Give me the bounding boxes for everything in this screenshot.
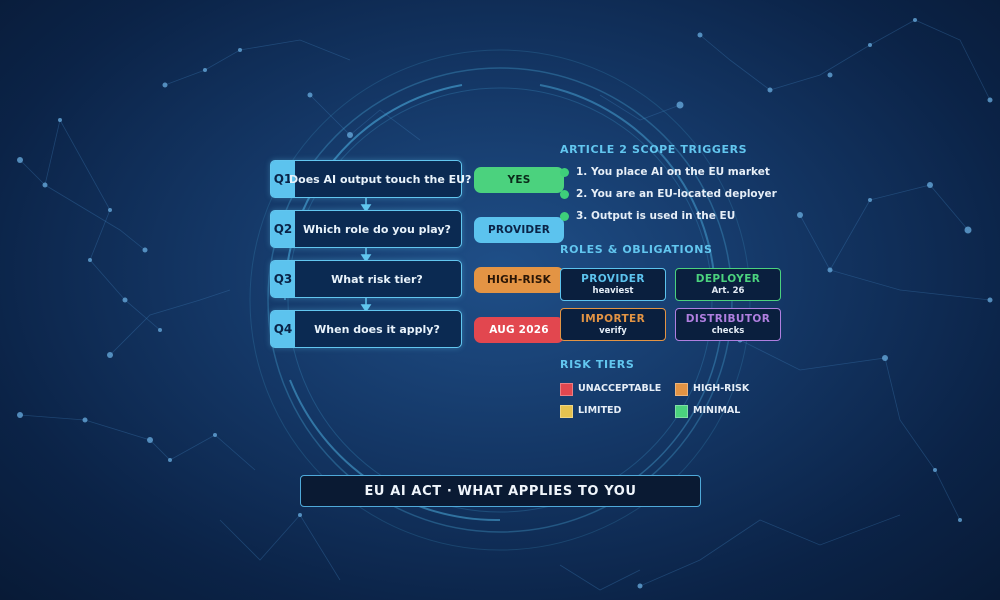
question-box-q3: Q3 What risk tier? [270, 260, 462, 298]
roles-title: ROLES & OBLIGATIONS [560, 243, 713, 256]
question-tag: Q2 [271, 211, 295, 247]
scope-title: ARTICLE 2 SCOPE TRIGGERS [560, 143, 748, 156]
question-box-q2: Q2 Which role do you play? [270, 210, 462, 248]
role-deployer: DEPLOYER Art. 26 [675, 268, 781, 301]
role-distributor: DISTRIBUTOR checks [675, 308, 781, 341]
tier-label: HIGH-RISK [693, 383, 750, 394]
trigger-dot [560, 190, 569, 199]
role-name: IMPORTER [580, 313, 646, 325]
tier-label: LIMITED [578, 405, 622, 416]
role-sub: heaviest [592, 286, 634, 296]
question-tag: Q3 [271, 261, 295, 297]
answer-pill-yes: YES [474, 167, 564, 193]
tier-swatch-limited [560, 405, 573, 418]
answer-pill-provider: PROVIDER [474, 217, 564, 243]
question-text: Does AI output touch the EU? [289, 172, 472, 186]
role-name: DEPLOYER [695, 273, 761, 285]
tier-swatch-unacceptable [560, 383, 573, 396]
scope-item: 2. You are an EU-located deployer [576, 188, 777, 200]
role-importer: IMPORTER verify [560, 308, 666, 341]
role-name: PROVIDER [581, 273, 645, 285]
question-text: Which role do you play? [303, 222, 451, 236]
tier-label: UNACCEPTABLE [578, 383, 662, 394]
tier-swatch-high-risk [675, 383, 688, 396]
question-box-q1: Q1 Does AI output touch the EU? [270, 160, 472, 198]
trigger-dot [560, 168, 569, 177]
tier-swatch-minimal [675, 405, 688, 418]
question-text: When does it apply? [314, 322, 440, 336]
question-box-q4: Q4 When does it apply? [270, 310, 462, 348]
tiers-title: RISK TIERS [560, 358, 635, 371]
trigger-dot [560, 212, 569, 221]
scope-item: 3. Output is used in the EU [576, 210, 736, 222]
tier-label: MINIMAL [693, 405, 741, 416]
question-text: What risk tier? [331, 272, 423, 286]
role-sub: verify [599, 326, 627, 336]
question-tag: Q1 [271, 161, 295, 197]
role-provider: PROVIDER heaviest [560, 268, 666, 301]
role-sub: checks [711, 326, 745, 336]
role-sub: Art. 26 [711, 286, 745, 296]
answer-pill-aug-2026: AUG 2026 [474, 317, 564, 343]
title-banner: EU AI ACT · WHAT APPLIES TO YOU [300, 475, 701, 507]
role-name: DISTRIBUTOR [685, 313, 771, 325]
scope-item: 1. You place AI on the EU market [576, 166, 770, 178]
question-tag: Q4 [271, 311, 295, 347]
answer-pill-high-risk: HIGH-RISK [474, 267, 564, 293]
